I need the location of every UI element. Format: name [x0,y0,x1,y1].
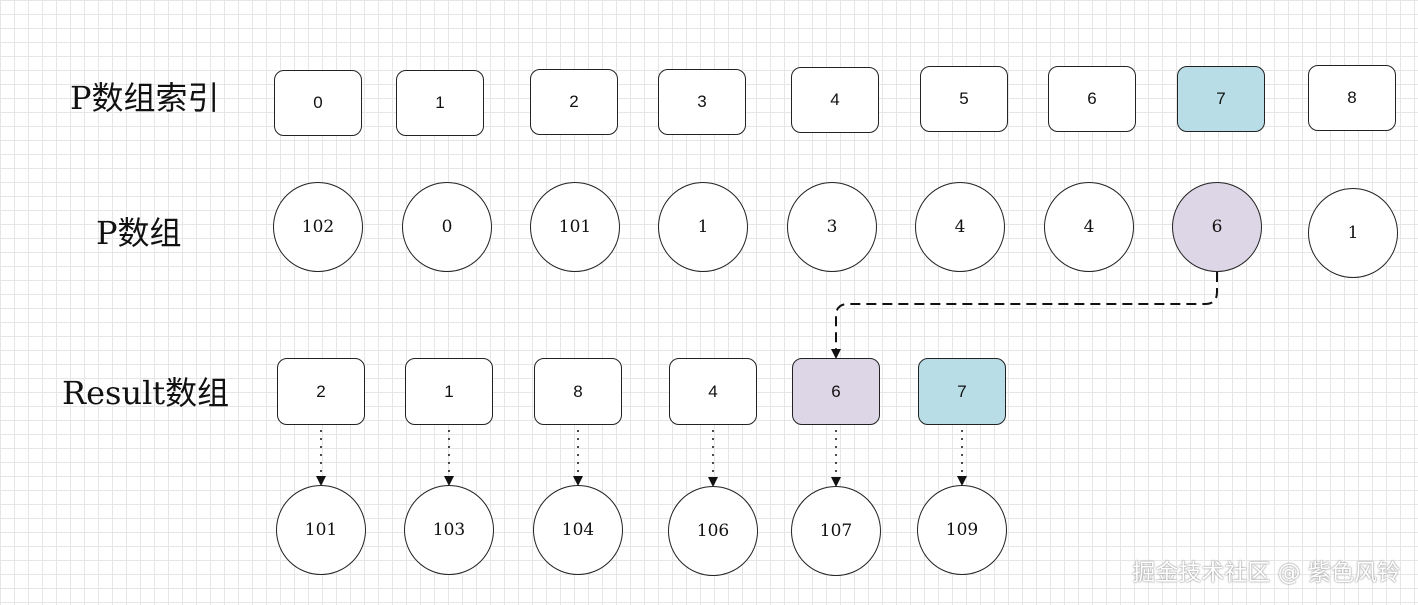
index-box-5: 5 [920,66,1008,132]
result-box-4-highlighted: 6 [792,358,880,425]
watermark: 掘金技术社区 @ 紫色风铃 [1132,560,1400,586]
index-box-1: 1 [396,70,484,136]
result-circle-1: 103 [404,485,494,575]
index-box-8: 8 [1308,65,1396,131]
index-box-3: 3 [658,69,746,135]
index-box-2: 2 [530,69,618,135]
result-circle-4: 107 [791,486,881,576]
result-box-5-highlighted: 7 [918,358,1006,425]
p-circle-1: 0 [402,182,492,272]
p-circle-2: 101 [530,182,620,272]
p-array-row-label: P数组 [96,214,182,252]
index-box-6: 6 [1048,66,1136,132]
result-box-2: 8 [534,358,622,425]
index-row-label: P数组索引 [70,79,220,117]
result-circle-3: 106 [668,486,758,576]
index-box-4: 4 [791,67,879,133]
p-circle-0: 102 [273,182,363,272]
result-circle-0: 101 [276,485,366,575]
p-circle-8: 1 [1308,188,1398,278]
result-box-1: 1 [405,358,493,425]
result-circle-2: 104 [533,485,623,575]
p-circle-7-highlighted: 6 [1172,182,1262,272]
result-box-0: 2 [277,358,365,425]
index-box-7-highlighted: 7 [1177,66,1265,132]
p-circle-3: 1 [658,182,748,272]
result-circle-5: 109 [917,485,1007,575]
index-box-0: 0 [274,70,362,136]
result-box-3: 4 [669,358,757,425]
dashed-arrow-p7-to-result4 [831,272,1218,359]
p-circle-4: 3 [787,182,877,272]
p-circle-6: 4 [1044,182,1134,272]
result-array-row-label: Result数组 [62,374,230,412]
p-circle-5: 4 [915,182,1005,272]
